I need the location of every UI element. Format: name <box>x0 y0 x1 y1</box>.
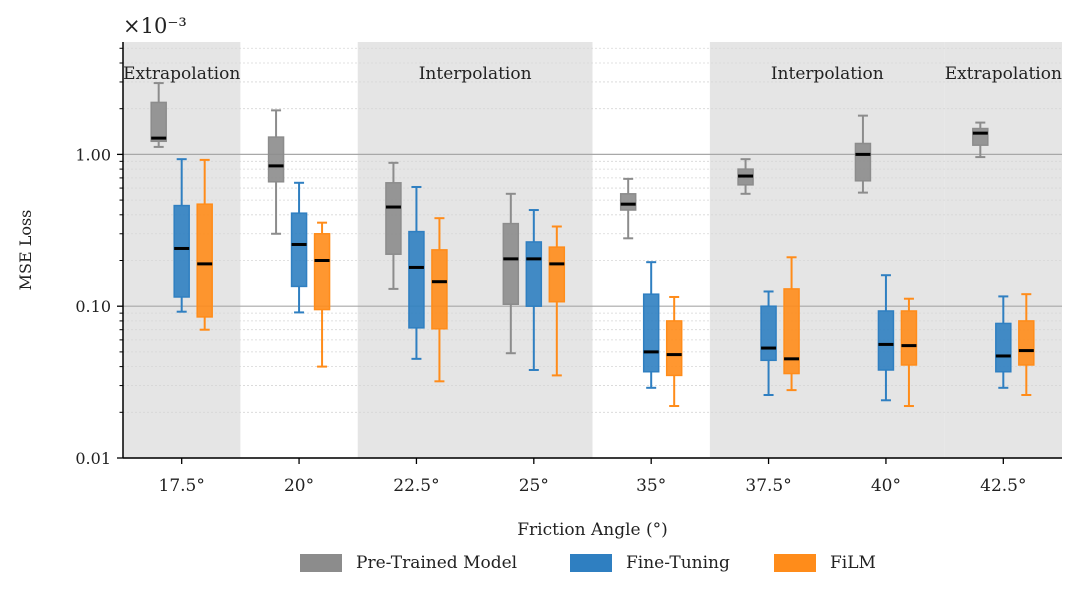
box-iqr <box>783 288 800 375</box>
region-label: Extrapolation <box>945 64 1062 84</box>
box-pre-trained-model-1 <box>267 109 285 235</box>
box-iqr <box>854 142 872 182</box>
box-fine-tuning-3 <box>525 209 543 371</box>
box-iqr <box>877 310 895 371</box>
legend-item-fine-tuning: Fine-Tuning <box>570 548 730 578</box>
box-film-1 <box>313 221 331 368</box>
x-tick-label: 42.5° <box>980 476 1026 496</box>
x-tick-label: 37.5° <box>745 476 791 496</box>
axes <box>117 42 1062 464</box>
box-film-4 <box>665 295 683 408</box>
region-label: Interpolation <box>771 64 884 84</box>
box-fine-tuning-5 <box>760 290 777 397</box>
region-shading <box>123 42 1062 458</box>
box-pre-trained-model-3 <box>502 192 520 355</box>
box-fine-tuning-2 <box>408 185 425 360</box>
box-iqr <box>1018 320 1035 366</box>
box-film-3 <box>548 225 566 377</box>
box-pre-trained-model-0 <box>150 82 167 148</box>
box-iqr <box>525 241 543 307</box>
y-multiplier-label: ×10⁻³ <box>123 14 187 38</box>
box-iqr <box>665 320 683 377</box>
box-iqr <box>760 305 777 362</box>
box-fine-tuning-1 <box>290 181 308 314</box>
box-iqr <box>196 203 213 318</box>
box-film-7 <box>1018 293 1035 397</box>
box-film-5 <box>783 256 800 392</box>
box-film-2 <box>431 217 448 383</box>
region-label: Extrapolation <box>123 64 240 84</box>
box-pre-trained-model-6 <box>854 114 872 194</box>
x-tick-label: 35° <box>636 476 666 496</box>
box-fine-tuning-0 <box>173 158 190 313</box>
legend: Pre-Trained Model Fine-Tuning FiLM <box>300 548 900 578</box>
region-label: Interpolation <box>419 64 532 84</box>
box-iqr <box>290 212 308 288</box>
labels: Extrapolation Interpolation Interpolation E… <box>16 14 1062 540</box>
x-tick-label: 25° <box>519 476 549 496</box>
y-axis-label: MSE Loss <box>16 210 35 291</box>
legend-swatch <box>570 554 612 572</box>
box-fine-tuning-4 <box>642 261 660 389</box>
region-band <box>709 42 945 458</box>
box-film-6 <box>900 297 918 408</box>
y-tick-label: 1.00 <box>75 145 111 164</box>
y-tick-label: 0.01 <box>75 449 111 468</box>
box-fine-tuning-7 <box>995 295 1012 389</box>
x-tick-label: 22.5° <box>393 476 439 496</box>
x-axis-label: Friction Angle (°) <box>517 520 668 540</box>
legend-item-film: FiLM <box>774 548 876 578</box>
x-tick-label: 17.5° <box>159 476 205 496</box>
box-iqr <box>972 127 989 146</box>
x-tick-label: 40° <box>871 476 901 496</box>
box-iqr <box>150 101 167 143</box>
box-iqr <box>548 246 566 303</box>
box-film-0 <box>196 158 213 331</box>
legend-swatch <box>300 554 342 572</box>
legend-label: Fine-Tuning <box>626 553 730 573</box>
x-tick-label: 20° <box>284 476 314 496</box>
legend-label: Pre-Trained Model <box>356 553 518 573</box>
box-iqr <box>995 322 1012 373</box>
box-iqr <box>267 136 285 183</box>
legend-swatch <box>774 554 816 572</box>
box-iqr <box>900 310 918 366</box>
box-fine-tuning-6 <box>877 274 895 402</box>
box-iqr <box>173 204 190 298</box>
box-series <box>150 82 1035 408</box>
box-iqr <box>642 293 660 373</box>
box-pre-trained-model-4 <box>619 177 637 240</box>
box-iqr <box>385 182 402 255</box>
box-iqr <box>431 249 448 330</box>
y-tick-label: 0.10 <box>75 297 111 316</box>
legend-label: FiLM <box>830 553 876 573</box>
box-iqr <box>619 193 637 211</box>
legend-item-pre-trained-model: Pre-Trained Model <box>300 548 517 578</box>
box-iqr <box>408 230 425 329</box>
box-iqr <box>313 233 331 311</box>
box-iqr <box>502 222 520 305</box>
region-band <box>944 42 1062 458</box>
box-pre-trained-model-2 <box>385 161 402 290</box>
box-pre-trained-model-5 <box>737 158 754 195</box>
box-pre-trained-model-7 <box>972 121 989 159</box>
